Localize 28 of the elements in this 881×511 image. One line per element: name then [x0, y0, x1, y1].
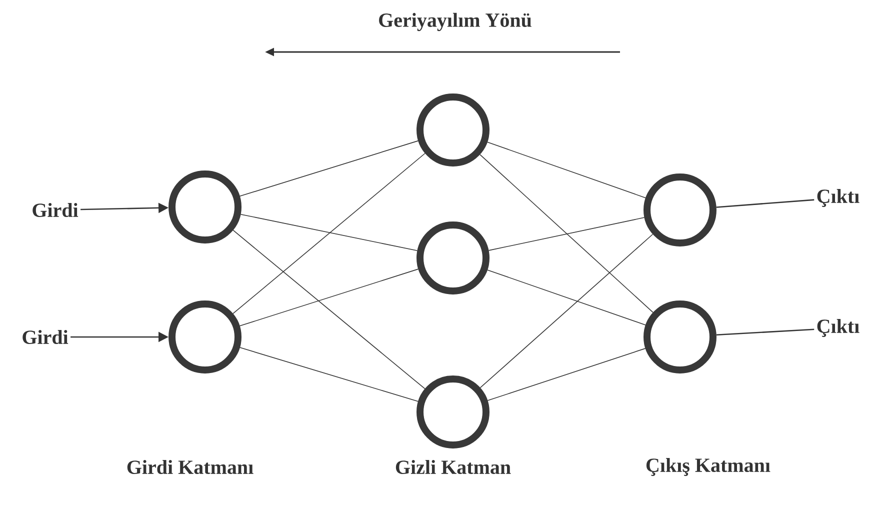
connection-line — [716, 199, 814, 208]
node-label: Girdi — [32, 202, 78, 218]
connection-line — [240, 214, 418, 252]
node-label: Çıktı — [817, 189, 860, 207]
connection-line — [487, 348, 646, 401]
layer-label: Çıkış Katmanı — [646, 458, 770, 476]
node-label: Girdi — [22, 330, 68, 344]
neuron-circle — [416, 375, 490, 448]
connection-line — [239, 140, 419, 197]
direction-label: Geriyayılım Yönü — [379, 12, 532, 32]
neuron-circle — [416, 94, 490, 166]
neuron-circle — [168, 300, 242, 374]
neuron-circle — [644, 300, 716, 374]
connection-line — [487, 270, 646, 326]
connection-line — [239, 268, 419, 326]
connection-line — [240, 347, 418, 402]
layer-label: Girdi Katmanı — [127, 460, 254, 474]
connection-line — [716, 328, 814, 336]
neuron-circle — [168, 170, 242, 244]
connection-line — [488, 217, 645, 251]
node-label: Çıktı — [817, 318, 860, 337]
neuron-circle — [644, 174, 716, 246]
connection-line — [480, 234, 654, 388]
connection-line — [232, 230, 426, 390]
connection-line — [232, 152, 426, 314]
connection-line — [480, 154, 654, 313]
connection-line — [487, 142, 646, 198]
neuron-circle — [416, 222, 490, 294]
